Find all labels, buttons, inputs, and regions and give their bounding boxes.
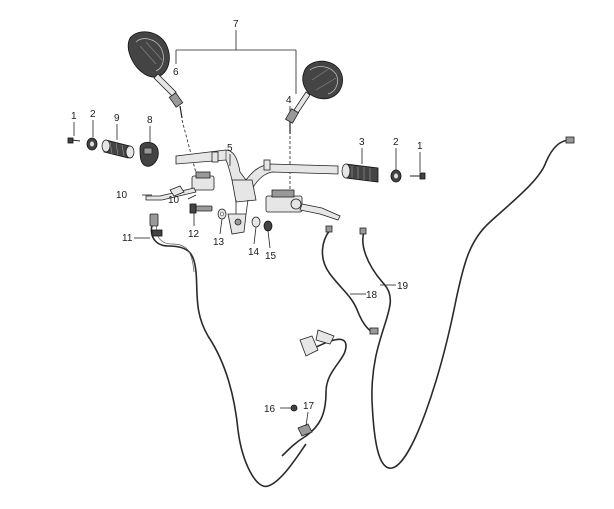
handlebar-clamp <box>227 179 257 235</box>
callout-11: 11 <box>122 233 133 244</box>
callout-9: 9 <box>114 113 120 124</box>
callout-3: 3 <box>359 137 365 148</box>
washer-13 <box>217 208 227 220</box>
right-bar-end-weight <box>390 169 402 183</box>
callout-5: 5 <box>227 143 233 154</box>
callout-15: 15 <box>265 251 277 262</box>
cable-11 <box>149 213 307 487</box>
leader-lines <box>73 106 421 427</box>
callout-19: 19 <box>397 281 409 292</box>
bolt-12 <box>189 203 213 214</box>
callout-7: 7 <box>233 19 239 30</box>
left-bar-end-screw <box>67 137 81 144</box>
callout-16: 16 <box>264 404 276 415</box>
callout-labels: 1 2 9 8 6 7 4 5 3 2 1 10 10 11 12 13 14 … <box>71 19 423 415</box>
callout-8: 8 <box>147 115 153 126</box>
part-16-nut <box>290 404 298 412</box>
part-17-fitting <box>297 423 313 437</box>
callout-1-left: 1 <box>71 111 77 122</box>
cable-18 <box>321 225 379 335</box>
nut-15 <box>263 220 273 232</box>
callout-17: 17 <box>303 401 315 412</box>
callout-1-right: 1 <box>417 141 423 152</box>
callout-14: 14 <box>248 247 260 258</box>
right-bar-end-screw <box>410 172 426 180</box>
switch-housing <box>139 141 159 167</box>
left-brake-master <box>145 171 215 201</box>
cable-17 <box>281 329 347 457</box>
washer-14 <box>251 216 261 228</box>
left-mirror <box>127 31 184 119</box>
callout-10-mid: 10 <box>168 195 180 206</box>
callout-2-left: 2 <box>90 109 96 120</box>
right-mirror <box>284 60 343 134</box>
cable-19 <box>359 136 575 469</box>
callout-18: 18 <box>366 290 378 301</box>
throttle-grip <box>101 139 135 159</box>
callout-6: 6 <box>173 67 179 78</box>
callout-2-right: 2 <box>393 137 399 148</box>
callout-13: 13 <box>213 237 225 248</box>
callout-7-bracket <box>175 30 297 94</box>
callout-10-left: 10 <box>116 190 128 201</box>
callout-4: 4 <box>286 95 292 106</box>
right-grip <box>341 163 379 183</box>
callout-12: 12 <box>188 229 200 240</box>
right-brake-master <box>265 189 341 221</box>
left-bar-end-weight <box>86 137 98 151</box>
